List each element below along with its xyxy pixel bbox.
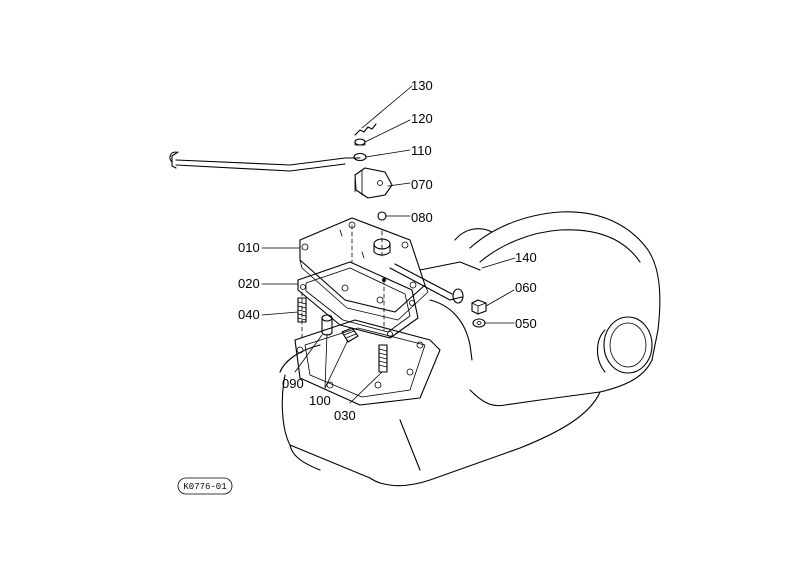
engine-housing	[279, 211, 661, 487]
nut-120	[354, 138, 366, 146]
label-120: 120	[411, 111, 433, 126]
drawing-code-badge: K0776-01	[177, 477, 233, 495]
alignment-lines	[301, 224, 385, 341]
label-140: 140	[515, 250, 537, 265]
label-040: 040	[238, 307, 260, 322]
collar-100	[341, 327, 359, 343]
label-030: 030	[334, 408, 356, 423]
label-010: 010	[238, 240, 260, 255]
stud-bolt-030	[378, 344, 388, 373]
spring-130	[354, 123, 377, 136]
label-080: 080	[411, 210, 433, 225]
drawing-code: K0776-01	[183, 482, 226, 492]
gasket-020	[297, 261, 419, 339]
washer-050	[472, 318, 486, 328]
control-rod	[169, 151, 361, 172]
label-110: 110	[411, 143, 432, 158]
label-060: 060	[515, 280, 537, 295]
label-050: 050	[515, 316, 537, 331]
leader-lines	[261, 85, 516, 404]
label-020: 020	[238, 276, 260, 291]
washer-110	[353, 152, 367, 162]
collar-090	[321, 314, 333, 336]
pipe-140	[389, 263, 464, 304]
cover-plate-010	[299, 217, 429, 321]
nut-060	[471, 299, 487, 315]
lever-070	[354, 167, 393, 199]
o-ring-080	[377, 211, 387, 221]
label-100: 100	[309, 393, 331, 408]
label-070: 070	[411, 177, 433, 192]
part-number-labels: 130 120 110 070 080 010 140 020 060 040 …	[238, 78, 537, 423]
label-090: 090	[282, 376, 304, 391]
label-130: 130	[411, 78, 433, 93]
stud-bolt-040	[297, 297, 307, 323]
